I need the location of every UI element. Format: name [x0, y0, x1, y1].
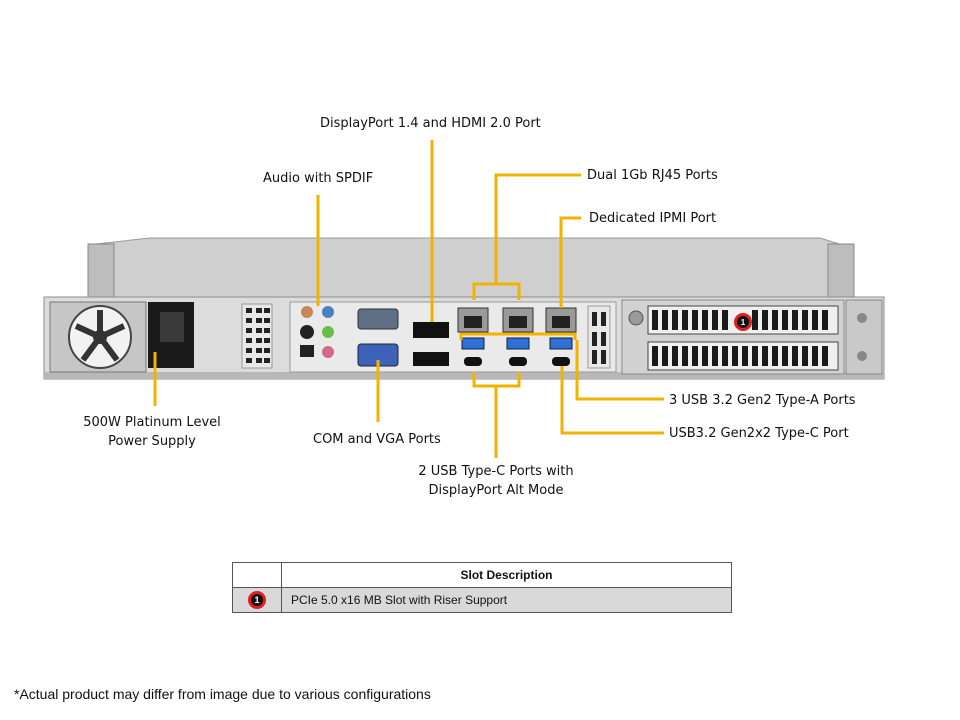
- audio-jack-pink: [322, 346, 334, 358]
- callout-dual-rj45: Dual 1Gb RJ45 Ports: [587, 168, 718, 183]
- slot-table-number-header: [232, 562, 282, 588]
- callout-usb-typec-gen2x2: USB3.2 Gen2x2 Type-C Port: [669, 426, 849, 441]
- displayport-port: [413, 322, 449, 338]
- usb-a-port-3: [549, 337, 573, 350]
- callout-ipmi: Dedicated IPMI Port: [589, 211, 717, 226]
- slot-1-badge-marker: 1: [734, 313, 752, 331]
- leader-ipmi: [559, 216, 581, 308]
- footnote: *Actual product may differ from image du…: [14, 686, 431, 702]
- leader-dual-rj45: [472, 173, 581, 300]
- slot-description-table: Slot Description 1 PCIe 5.0 x16 MB Slot …: [232, 562, 732, 613]
- hdmi-port: [413, 352, 449, 366]
- callout-displayport-hdmi: DisplayPort 1.4 and HDMI 2.0 Port: [320, 116, 541, 131]
- vent-grille-left: [241, 303, 273, 369]
- callout-usb-typec-alt-line-2: DisplayPort Alt Mode: [428, 483, 564, 498]
- callout-usb-typec-alt: 2 USB Type-C Ports with DisplayPort Alt …: [405, 462, 587, 500]
- usb-c-port-3: [552, 357, 570, 366]
- slot-table-header: Slot Description: [281, 562, 732, 588]
- usb-c-port-1: [464, 357, 482, 366]
- svg-text:1: 1: [741, 318, 746, 327]
- usb-a-port-2: [506, 337, 530, 350]
- chassis-top: [95, 237, 847, 301]
- leader-usb-typec-gen2x2: [560, 366, 664, 435]
- slot-number-text: 1: [251, 594, 263, 606]
- rack-ear-left: [87, 243, 115, 303]
- audio-jack-green: [322, 326, 334, 338]
- usb-a-port-1: [461, 337, 485, 350]
- table-row: 1 PCIe 5.0 x16 MB Slot with Riser Suppor…: [232, 587, 732, 613]
- callout-audio: Audio with SPDIF: [263, 171, 374, 186]
- callout-usb-typea: 3 USB 3.2 Gen2 Type-A Ports: [669, 393, 856, 408]
- rack-ear-right: [827, 243, 855, 303]
- callout-com-vga: COM and VGA Ports: [313, 432, 441, 447]
- callout-power-supply-line-1: 500W Platinum Level: [83, 415, 221, 430]
- rack-ear-face-right: [845, 299, 883, 375]
- usb-c-port-2: [509, 357, 527, 366]
- audio-jack-orange: [301, 306, 313, 318]
- callout-usb-typec-alt-line-1: 2 USB Type-C Ports with: [418, 464, 574, 479]
- com-port: [357, 308, 399, 330]
- slot-number-badge: 1: [248, 591, 266, 609]
- leader-usb-typec-alt: [472, 372, 521, 458]
- leader-usb-typea: [575, 340, 664, 401]
- slot-number-cell: 1: [232, 587, 282, 613]
- spdif-optical: [300, 345, 314, 357]
- audio-jack-blue: [322, 306, 334, 318]
- callout-power-supply-line-2: Power Supply: [108, 434, 196, 449]
- spdif-port: [300, 325, 314, 339]
- leader-lines: [153, 140, 664, 458]
- callout-power-supply: 500W Platinum Level Power Supply: [72, 413, 232, 451]
- thumbscrew: [628, 310, 644, 326]
- slot-description-cell: PCIe 5.0 x16 MB Slot with Riser Support: [281, 587, 732, 613]
- vent-grille-middle: [587, 305, 611, 369]
- slot-table-header-row: Slot Description: [232, 562, 732, 588]
